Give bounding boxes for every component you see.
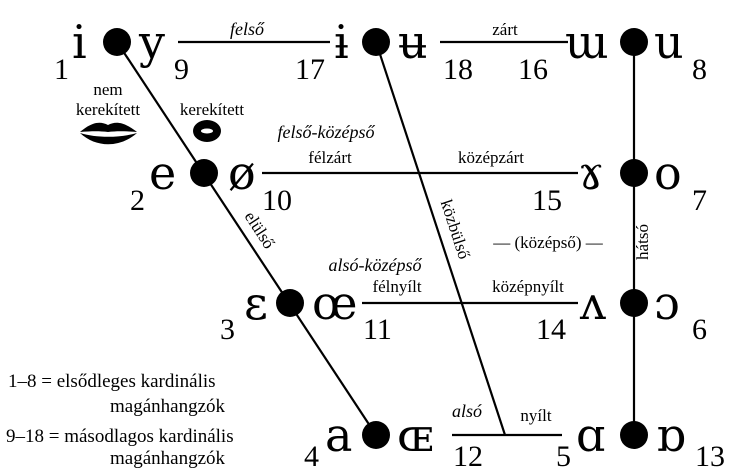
number-5: 5 xyxy=(556,440,571,468)
dot-e-o xyxy=(190,159,218,187)
label-unrounded-2: kerekített xyxy=(76,100,140,119)
vowel-i: i xyxy=(72,15,87,69)
vowel-rams-horn: ɤ xyxy=(578,146,604,200)
chart-lines xyxy=(116,40,636,437)
dot-turned-m-u xyxy=(620,28,648,56)
dot-barred-i-u xyxy=(362,28,390,56)
number-4: 4 xyxy=(304,440,319,468)
vowel-barred-u: ʉ xyxy=(398,15,428,69)
vowel-a: a xyxy=(325,408,352,462)
number-16: 16 xyxy=(518,53,548,86)
vowel-oe: œ xyxy=(312,276,357,330)
vowel-numbers: 1 9 17 18 16 8 2 10 15 7 3 11 14 6 4 12 … xyxy=(54,53,725,468)
vowel-symbols: i y ɨ ʉ ɯ u e ø ɤ o ɛ œ ʌ ɔ a ɶ ɑ ɒ xyxy=(72,15,685,462)
vowel-caret: ʌ xyxy=(579,276,606,330)
label-unrounded-1: nem xyxy=(93,80,122,99)
label-close: felső xyxy=(230,19,265,39)
number-3: 3 xyxy=(220,313,235,346)
central-line xyxy=(374,41,507,436)
number-2: 2 xyxy=(130,184,145,217)
label-close-mid-back: középzárt xyxy=(458,148,524,167)
dot-epsilon-oe xyxy=(276,289,304,317)
vowel-turned-m: ɯ xyxy=(565,15,609,69)
number-7: 7 xyxy=(692,184,707,217)
label-open-mid-back: középnyílt xyxy=(492,277,564,296)
vowel-epsilon: ɛ xyxy=(244,276,268,330)
dot-i-y xyxy=(103,28,131,56)
height-labels: felső felső-középső alsó-középső alsó xyxy=(230,19,482,421)
number-17: 17 xyxy=(295,53,325,86)
label-back: hátsó xyxy=(633,224,652,260)
label-open-mid: alsó-középső xyxy=(329,255,423,275)
vowel-o: o xyxy=(654,146,682,200)
number-11: 11 xyxy=(363,313,392,346)
vowel-dots xyxy=(103,28,648,449)
label-open-back: nyílt xyxy=(520,406,551,425)
dot-a-OE xyxy=(362,421,390,449)
vowel-script-a: ɑ xyxy=(576,408,605,462)
number-10: 10 xyxy=(262,184,292,217)
number-12: 12 xyxy=(453,440,483,468)
vowel-y: y xyxy=(138,15,165,69)
rounded-lips-icon xyxy=(193,118,221,142)
vowel-OE: ɶ xyxy=(397,408,433,462)
number-9: 9 xyxy=(174,53,189,86)
vowel-barred-i: ɨ xyxy=(334,15,349,69)
label-close-mid-front: félzárt xyxy=(308,148,352,167)
spread-lips-icon xyxy=(80,122,137,145)
vowel-open-o: ɔ xyxy=(654,276,680,330)
label-close-central: zárt xyxy=(492,20,518,39)
label-open-mid-front: félnyílt xyxy=(372,277,421,296)
label-mid: — (középső) — xyxy=(492,233,604,252)
rounding-legend: nem kerekített kerekített xyxy=(76,80,244,145)
number-1: 1 xyxy=(54,53,69,86)
vowel-turned-script-a: ɒ xyxy=(656,408,685,462)
number-18: 18 xyxy=(443,53,473,86)
vowel-e: e xyxy=(149,146,176,200)
vowel-u: u xyxy=(654,15,684,69)
aperture-labels: zárt félzárt középzárt — (középső) — fél… xyxy=(308,20,603,425)
label-close-mid: felső-középső xyxy=(278,122,376,142)
label-open: alsó xyxy=(452,401,482,421)
number-6: 6 xyxy=(692,313,707,346)
label-rounded: kerekített xyxy=(180,100,244,119)
number-13: 13 xyxy=(695,440,725,468)
numbering-legend: 1–8 = elsődleges kardinális magánhangzók… xyxy=(6,371,234,468)
vowel-slashed-o: ø xyxy=(228,146,256,200)
dot-rams-horn-o xyxy=(620,159,648,187)
front-line xyxy=(116,41,377,436)
legend-secondary-line1: 9–18 = másodlagos kardinális xyxy=(6,426,234,447)
number-14: 14 xyxy=(536,313,566,346)
number-15: 15 xyxy=(532,184,562,217)
dot-script-a xyxy=(620,421,648,449)
number-8: 8 xyxy=(692,53,707,86)
label-central: közbülső xyxy=(437,197,474,261)
legend-primary-line1: 1–8 = elsődleges kardinális xyxy=(8,371,216,392)
dot-caret-open-o xyxy=(620,289,648,317)
legend-secondary-line2: magánhangzók xyxy=(110,448,226,468)
legend-primary-line2: magánhangzók xyxy=(110,396,226,417)
